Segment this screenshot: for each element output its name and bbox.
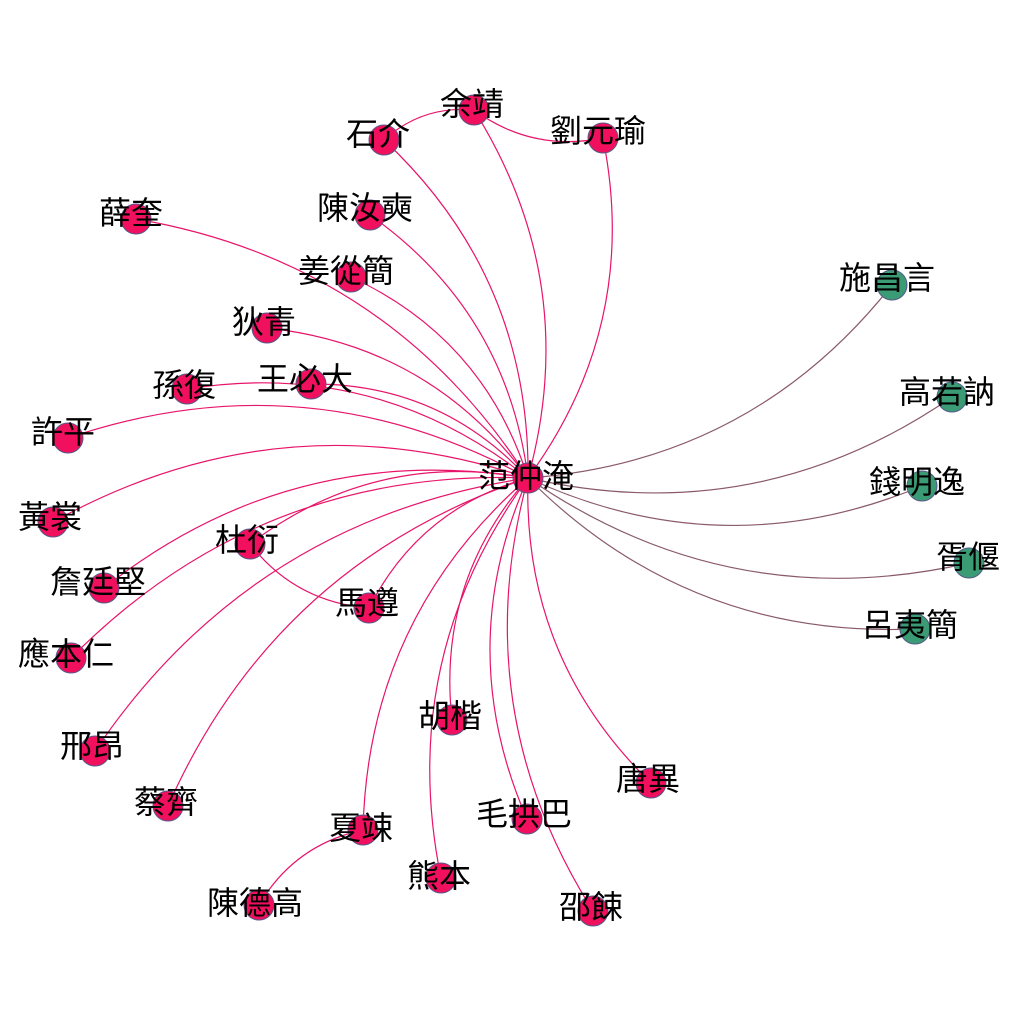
edges-layer [52, 108, 970, 912]
node-label-sunfu: 孫復 [152, 366, 216, 404]
node-duyan[interactable] [234, 528, 266, 560]
node-yujing[interactable] [458, 94, 490, 126]
node-wangbida[interactable] [295, 368, 327, 400]
node-xuekui[interactable] [120, 203, 152, 235]
node-zhantingjian[interactable] [88, 572, 120, 604]
node-lvyijian[interactable] [899, 613, 931, 645]
node-caiqi[interactable] [152, 790, 184, 822]
node-label-xuyan: 胥偃 [936, 538, 1000, 576]
node-xiongben[interactable] [425, 862, 457, 894]
node-xiasong[interactable] [347, 814, 379, 846]
edge-center-shijie [383, 139, 529, 479]
node-center[interactable] [512, 462, 544, 494]
edge-center-mazun [368, 477, 529, 609]
node-shijie[interactable] [368, 124, 400, 156]
node-shaosu[interactable] [577, 895, 609, 927]
node-label-yujing: 余靖 [440, 85, 504, 123]
node-label-xingang: 邢昂 [60, 727, 124, 765]
node-label-diqing: 狄青 [232, 303, 296, 341]
node-label-chendegao: 陳德高 [207, 884, 303, 922]
node-jiangcongjian[interactable] [335, 261, 367, 293]
edge-center-yujing [473, 109, 547, 479]
node-label-mazun: 馬遵 [335, 584, 399, 622]
node-gaoruone[interactable] [936, 381, 968, 413]
node-xuyan[interactable] [953, 547, 985, 579]
node-tangyi[interactable] [635, 767, 667, 799]
edge-center-tangyi [527, 477, 652, 784]
node-hukai[interactable] [436, 704, 468, 736]
node-label-center: 范仲淹 [478, 457, 574, 495]
node-xuping[interactable] [52, 422, 84, 454]
node-mazun[interactable] [353, 592, 385, 624]
edge-duyan-mazun [249, 543, 370, 609]
edge-center-wangbida [310, 383, 529, 479]
edge-center-gaoruone [527, 396, 953, 494]
node-label-caiqi: 蔡齊 [134, 783, 198, 821]
edge-center-shichangyan [527, 284, 893, 479]
node-label-duyan: 杜衍 [215, 521, 279, 559]
edge-center-chenrushuang [369, 214, 529, 479]
node-maogongba[interactable] [511, 803, 543, 835]
node-label-jiangcongjian: 姜從簡 [298, 252, 394, 290]
edge-center-xuyan [527, 477, 970, 579]
edge-center-yingbenren [70, 476, 529, 659]
node-liuyuanyu[interactable] [587, 122, 619, 154]
edge-center-hukai [449, 477, 529, 721]
node-shichangyan[interactable] [876, 269, 908, 301]
node-yingbenren[interactable] [55, 642, 87, 674]
node-label-zhantingjian: 詹廷堅 [50, 563, 146, 601]
edge-center-maogongba [489, 477, 529, 820]
node-chendegao[interactable] [243, 889, 275, 921]
edge-yujing-liuyuanyu [473, 109, 604, 143]
edge-center-xingang [94, 477, 529, 752]
edge-center-diqing [266, 327, 529, 479]
node-label-huangchang: 黃裳 [18, 498, 82, 536]
node-label-xiongben: 熊本 [407, 857, 471, 895]
edge-center-xuekui [135, 218, 529, 479]
node-sunfu[interactable] [171, 373, 203, 405]
node-label-gaoruone: 高若訥 [899, 373, 995, 411]
node-label-xuping: 許平 [31, 413, 95, 451]
edge-center-zhantingjian [103, 469, 529, 589]
node-label-xuekui: 薛奎 [99, 194, 163, 232]
edge-center-caiqi [167, 477, 529, 807]
edge-center-qianmingyi [527, 477, 923, 527]
edge-center-jiangcongjian [350, 276, 529, 479]
edge-center-xiongben [429, 477, 529, 879]
node-diqing[interactable] [251, 312, 283, 344]
node-label-wangbida: 王必大 [257, 360, 353, 398]
node-label-maogongba: 毛拱巴 [476, 795, 572, 833]
node-label-shijie: 石介 [346, 115, 410, 153]
node-label-qianmingyi: 錢明逸 [869, 463, 965, 501]
nodes-layer [37, 94, 985, 927]
edge-center-xiasong [362, 477, 529, 831]
node-label-tangyi: 唐異 [616, 760, 680, 798]
node-label-liuyuanyu: 劉元瑜 [550, 112, 646, 150]
edge-center-liuyuanyu [527, 137, 613, 479]
node-label-shaosu: 邵餗 [559, 888, 623, 926]
node-huangchang[interactable] [37, 506, 69, 538]
node-label-hukai: 胡楷 [418, 697, 482, 735]
node-chenrushuang[interactable] [354, 199, 386, 231]
node-qianmingyi[interactable] [906, 470, 938, 502]
edge-center-lvyijian [527, 477, 916, 631]
edge-center-huangchang [52, 444, 529, 523]
node-label-xiasong: 夏竦 [329, 809, 393, 847]
node-label-chenrushuang: 陳汝奭 [317, 189, 413, 227]
node-xingang[interactable] [79, 735, 111, 767]
edge-center-shaosu [506, 477, 594, 912]
edge-center-xuping [67, 404, 529, 479]
node-label-lvyijian: 呂夷簡 [862, 606, 958, 644]
edge-center-sunfu [186, 382, 529, 479]
node-label-shichangyan: 施昌言 [839, 259, 935, 297]
node-label-yingbenren: 應本仁 [18, 635, 114, 673]
